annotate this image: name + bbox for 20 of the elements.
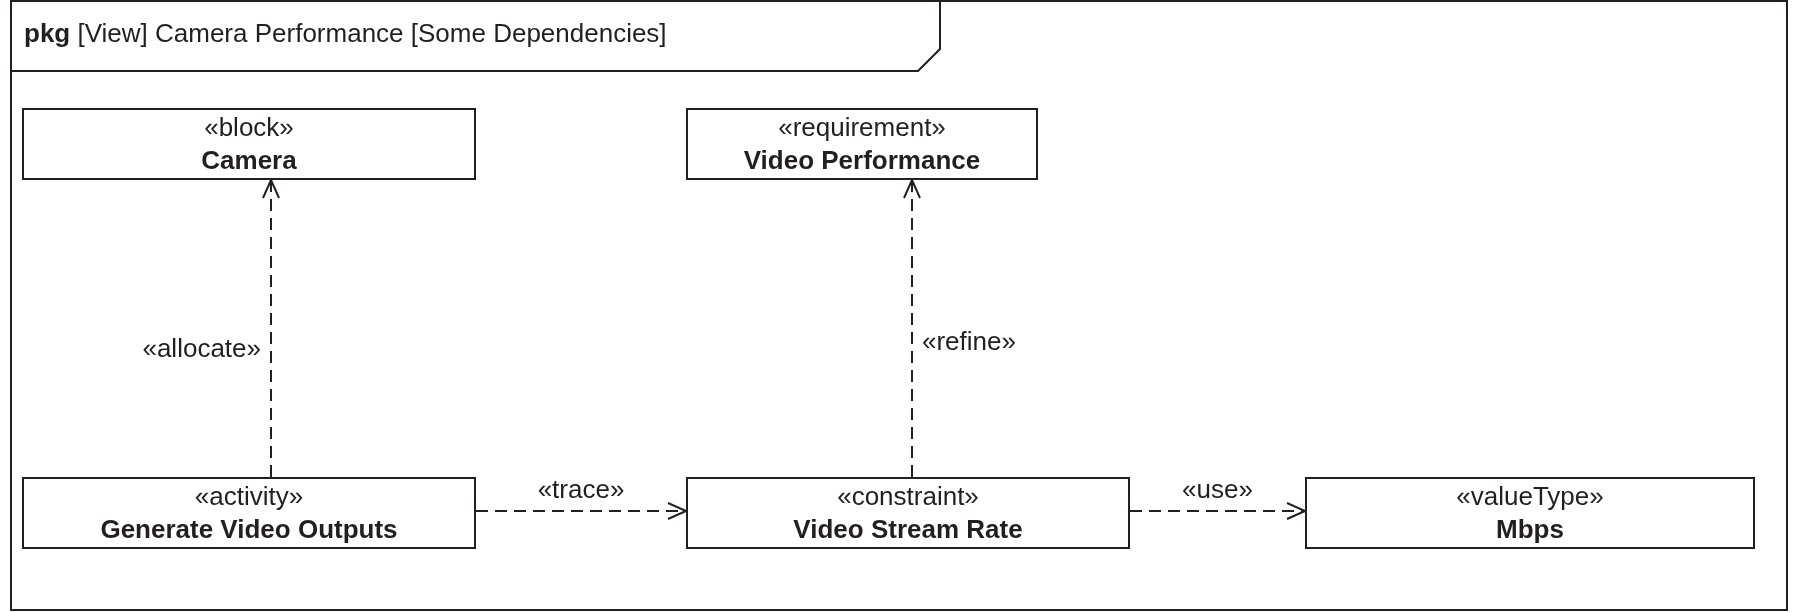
- stereotype-label: «activity»: [194, 480, 304, 513]
- block-box: [686, 477, 1130, 549]
- block-box: [1305, 477, 1755, 549]
- stereotype-label: «block»: [204, 111, 294, 144]
- stereotype-label: «valueType»: [1456, 480, 1604, 513]
- block-name: Generate Video Outputs: [100, 513, 398, 546]
- frame-title: pkg [View] Camera Performance [Some Dependencies]: [24, 18, 667, 49]
- stereotype-label: «requirement»: [778, 111, 946, 144]
- block-box: [22, 477, 476, 549]
- dependency-arrow: [475, 502, 687, 520]
- block-name: Video Stream Rate: [793, 513, 1023, 546]
- block-box: [22, 108, 476, 180]
- block-name: Camera: [201, 144, 297, 177]
- stereotype-label: «constraint»: [837, 480, 979, 513]
- dependency-arrow: [903, 179, 921, 478]
- block-name: Video Performance: [743, 144, 981, 177]
- block-box: [686, 108, 1038, 180]
- block-name: Mbps: [1496, 513, 1564, 546]
- dependency-arrow: [1129, 502, 1306, 520]
- dependency-arrow: [262, 179, 280, 478]
